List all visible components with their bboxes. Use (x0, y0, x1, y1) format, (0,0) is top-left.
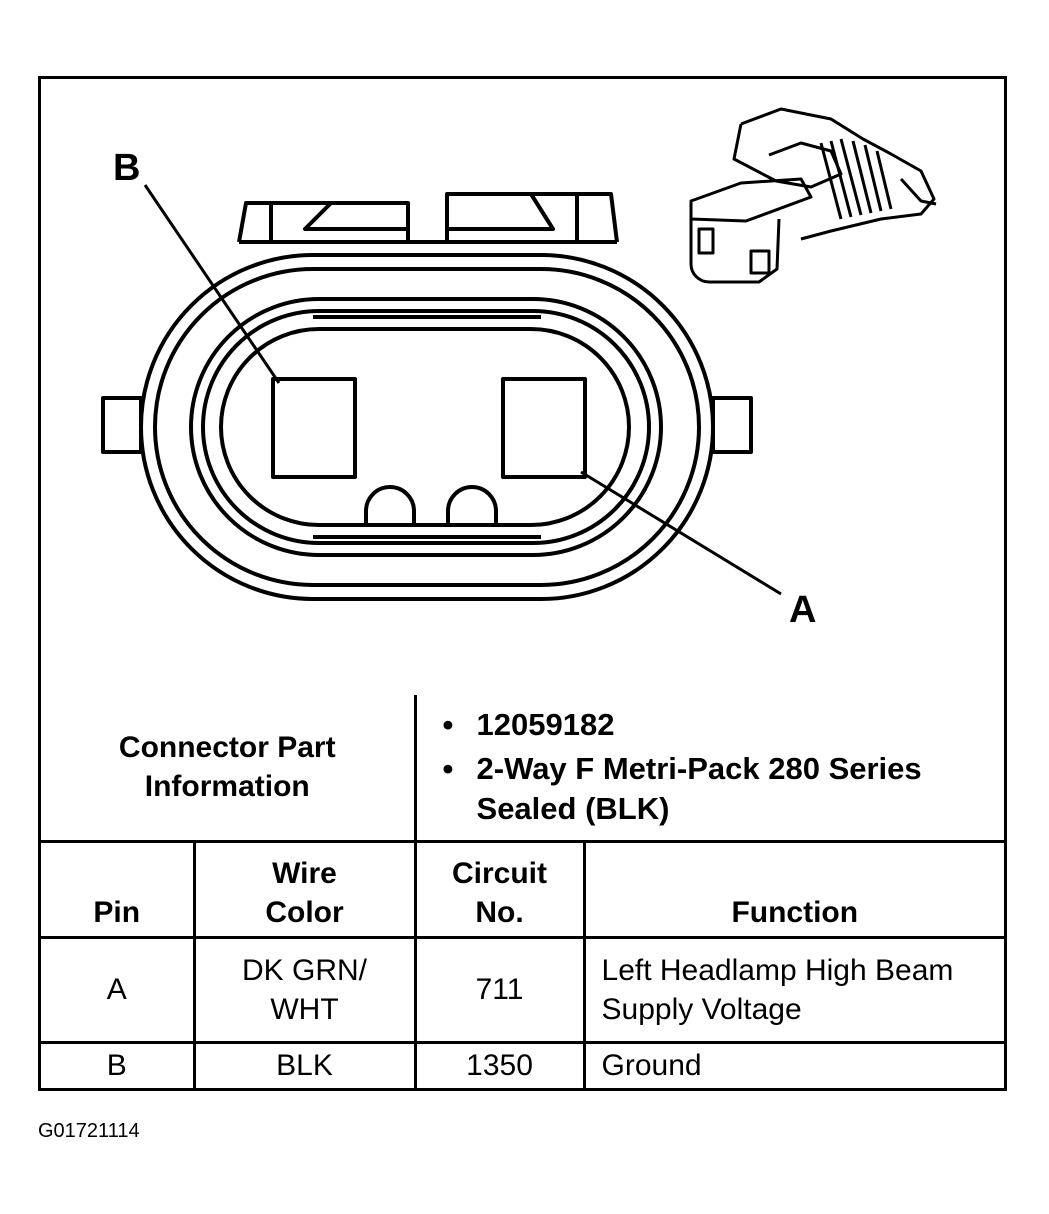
header-function: Function (582, 839, 1005, 939)
latch-tab-left (237, 201, 410, 243)
circuit-cell: 711 (413, 935, 586, 1044)
callout-label-b: B (113, 147, 141, 189)
circuit-cell: 1350 (413, 1040, 586, 1088)
connector-part-info-label: Connector Part Information (41, 695, 417, 843)
figure-id: G01721114 (38, 1120, 140, 1142)
leader-line-a (580, 470, 782, 596)
connector-face-illustration (101, 107, 937, 601)
side-ear-left (101, 396, 143, 454)
connector-part-list-cell: 12059182 2-Way F Metri-Pack 280 Series S… (413, 695, 1005, 843)
terminal-b (271, 377, 357, 479)
table-row: A DK GRN/ WHT 711 Left Headlamp High Bea… (41, 935, 1005, 1044)
connector-info-table: Connector Part Information 12059182 2-Wa… (41, 695, 1005, 1088)
latch-tab-right (445, 192, 619, 243)
table-row: B BLK 1350 Ground (41, 1040, 1005, 1088)
wire-color-cell: BLK (192, 1040, 417, 1088)
part-number: 12059182 (443, 705, 1005, 746)
lock-bump-right (446, 485, 498, 525)
diagram-frame: B A Connector Part Information 12059182 … (38, 76, 1007, 1091)
outer-housing (139, 253, 715, 601)
leader-line-b (143, 184, 281, 384)
callout-label-a: A (789, 589, 817, 631)
lock-bump-left (364, 485, 416, 525)
connector-diagram: B A (41, 79, 1004, 695)
function-cell: Left Headlamp High Beam Supply Voltage (582, 935, 1005, 1044)
side-ear-right (711, 396, 753, 454)
pin-cell: A (41, 935, 196, 1044)
pin-cell: B (41, 1040, 196, 1088)
terminal-cavity (219, 327, 631, 527)
terminal-a (501, 377, 587, 479)
wire-color-cell: DK GRN/ WHT (192, 935, 417, 1044)
connector-part-list: 12059182 2-Way F Metri-Pack 280 Series S… (417, 705, 1005, 830)
table-header-row: Pin Wire Color Circuit No. Function (41, 839, 1005, 939)
part-description: 2-Way F Metri-Pack 280 Series Sealed (BL… (443, 749, 1005, 830)
header-circuit-no: Circuit No. (413, 839, 586, 939)
header-pin: Pin (41, 839, 196, 939)
part-info-row: Connector Part Information 12059182 2-Wa… (41, 695, 1005, 843)
function-cell: Ground (582, 1040, 1005, 1088)
seal-ring (189, 297, 663, 557)
header-wire-color: Wire Color (192, 839, 417, 939)
connector-iso-icon (689, 107, 937, 284)
